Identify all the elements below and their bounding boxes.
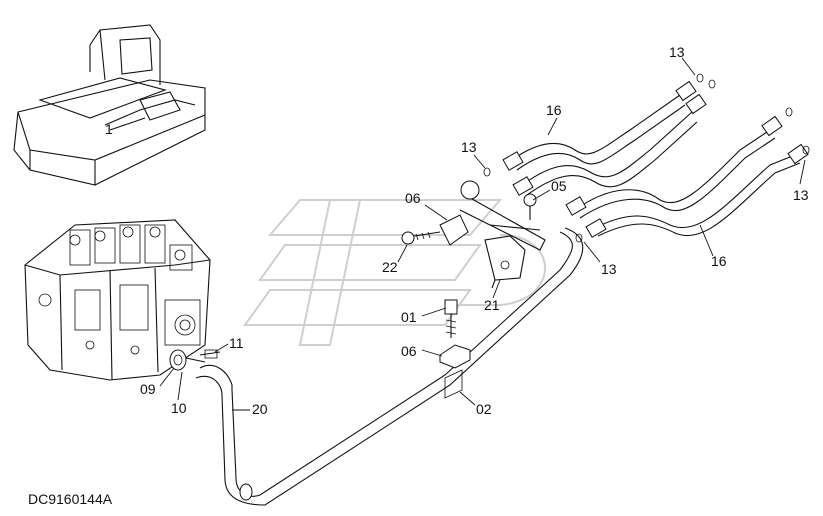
label-05: 05 [551,178,567,194]
leader-lines [159,57,806,411]
label-21: 21 [484,297,500,313]
excavator-inset: 1 [13,24,206,186]
label-06b: 06 [401,343,417,359]
lower-clamp [439,299,471,399]
label-02: 02 [476,401,492,417]
label-06a: 06 [405,190,421,206]
bracket-21 [484,235,526,289]
label-16b: 16 [711,253,727,269]
label-16a: 16 [546,102,562,118]
label-11: 11 [229,335,244,351]
valve-fitting [169,349,221,371]
label-13b: 13 [461,139,477,155]
label-09: 09 [140,381,156,397]
label-13a: 13 [669,44,685,60]
tube-20 [195,227,584,506]
label-20: 20 [252,401,268,417]
center-fittings [401,180,546,251]
label-01: 01 [401,309,417,325]
watermark-graphic [243,199,546,346]
label-22: 22 [382,259,398,275]
drawing-code: DC9160144A [28,491,113,507]
hoses-16 [483,73,810,243]
inset-marker: 1 [105,121,113,137]
part-labels: 13 16 13 06 05 22 13 16 13 21 01 06 02 1… [140,44,809,417]
label-10: 10 [171,400,187,416]
label-13c: 13 [601,261,617,277]
label-13d: 13 [793,187,809,203]
